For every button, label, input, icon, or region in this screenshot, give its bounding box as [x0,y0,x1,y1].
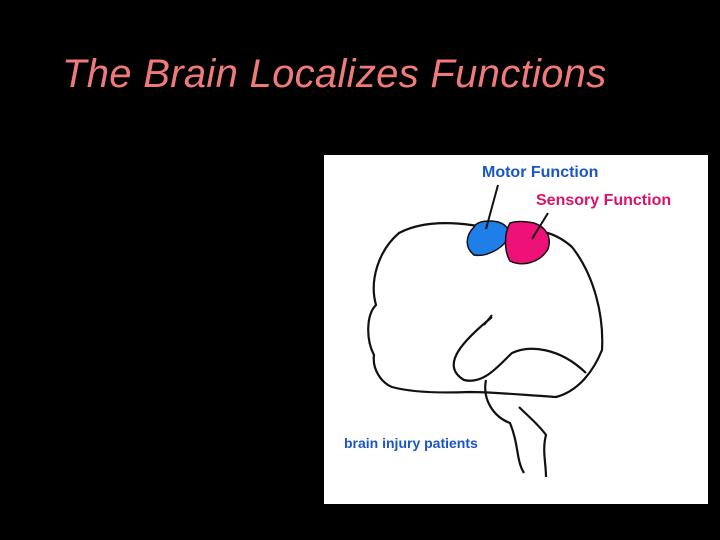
brain-diagram-panel: Motor Function Sensory Function brain in… [324,155,708,504]
brainstem [484,379,525,474]
temporal-fold [452,316,587,382]
brain-diagram [367,184,604,478]
diagram-caption: brain injury patients [344,435,478,451]
brainstem-right [518,406,548,478]
motor-function-label: Motor Function [482,164,599,181]
sensory-function-label: Sensory Function [536,192,672,209]
sulcus-tick [483,314,493,326]
motor-pointer [485,184,499,230]
sensory-region [504,220,550,265]
sensory-pointer [531,212,549,240]
brain-outline [367,222,604,399]
slide-title: The Brain Localizes Functions [62,52,607,96]
